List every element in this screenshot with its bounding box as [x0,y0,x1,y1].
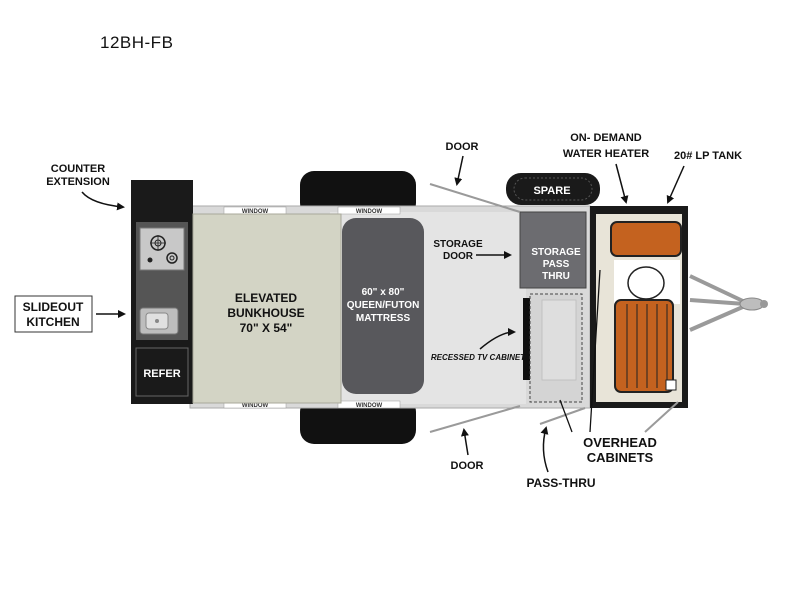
counter-extension-line-1: COUNTER [51,163,105,175]
water-heater [610,221,682,257]
cabinet-inner [541,299,577,381]
hitch-tongue [689,274,746,332]
counter-extension-arrow [81,191,125,211]
bunkhouse-line-1: ELEVATED [235,291,298,305]
pass-thru-label: PASS-THRU [526,476,595,490]
storage-pass-thru [519,211,587,289]
window-label-top-left: WINDOW [242,209,269,215]
spare-label: SPARE [533,185,570,197]
shower-pan [614,299,674,393]
overhead-cabinets-arrow-2 [589,269,601,433]
pass-thru-door [539,407,586,425]
mattress-line-1: 60" x 80" [362,287,405,298]
hitch-ball [760,300,768,308]
burner-small-icon [147,252,178,264]
queen-futon-mattress [342,218,424,394]
door-top-arrow [454,155,464,186]
overhead-cabinets-line-1: OVERHEAD [583,435,657,450]
storage-pass-thru-line-1: STORAGE [531,247,581,258]
window-bottom-right [337,400,401,409]
door-bottom-label: DOOR [451,460,484,472]
bunkhouse-line-2: BUNKHOUSE [227,306,304,320]
sink-drain-icon [155,319,159,323]
water-heater-arrow [615,163,629,204]
elevated-bunkhouse [192,213,342,404]
burner-large-icon [150,235,166,251]
refrigerator [135,347,189,397]
window-label-bottom-right: WINDOW [356,403,383,409]
door-bottom [429,405,521,433]
door-top-label: DOOR [446,141,479,153]
slideout-kitchen-line-1: SLIDEOUT [23,300,84,314]
slideout-kitchen-line-2: KITCHEN [26,315,79,329]
door-top [429,183,521,213]
toilet-icon [627,266,665,300]
lp-tank-label: 20# LP TANK [674,150,742,162]
water-heater-line-2: WATER HEATER [563,148,649,160]
pass-thru-arrow [540,426,549,473]
storage-pass-thru-line-3: THRU [542,271,570,282]
counter-extension-line-2: EXTENSION [46,176,110,188]
recessed-tv-arrow [479,328,516,350]
water-heater-line-1: ON- DEMAND [570,132,642,144]
front-cabinet-door [644,401,679,433]
model-title: 12BH-FB [100,33,174,52]
recessed-tv-cabinet [523,298,531,380]
overhead-cabinets-line-2: CABINETS [587,450,654,465]
bunkhouse-line-3: 70" X 54" [240,321,293,335]
recessed-tv-label: RECESSED TV CABINET [431,353,526,362]
storage-pass-thru-line-2: PASS [543,259,570,270]
lp-tank-arrow [666,165,685,204]
spare-tire-tread [513,177,593,201]
spare-tire [506,173,600,205]
window-label-top-right: WINDOW [356,209,383,215]
mattress-line-3: MATTRESS [356,313,411,324]
window-top-right [337,206,401,215]
door-bottom-arrow [460,428,469,456]
overhead-cabinets-arrow-1 [559,399,573,433]
refer-label: REFER [143,368,180,380]
window-label-bottom-left: WINDOW [242,403,269,409]
shower-drain-icon [665,379,677,391]
slideout-kitchen-box [14,295,93,333]
storage-door-line-2: DOOR [443,251,474,262]
tire-bottom [300,398,416,444]
mattress-line-2: QUEEN/FUTON [347,300,420,311]
storage-door-line-1: STORAGE [433,239,483,250]
